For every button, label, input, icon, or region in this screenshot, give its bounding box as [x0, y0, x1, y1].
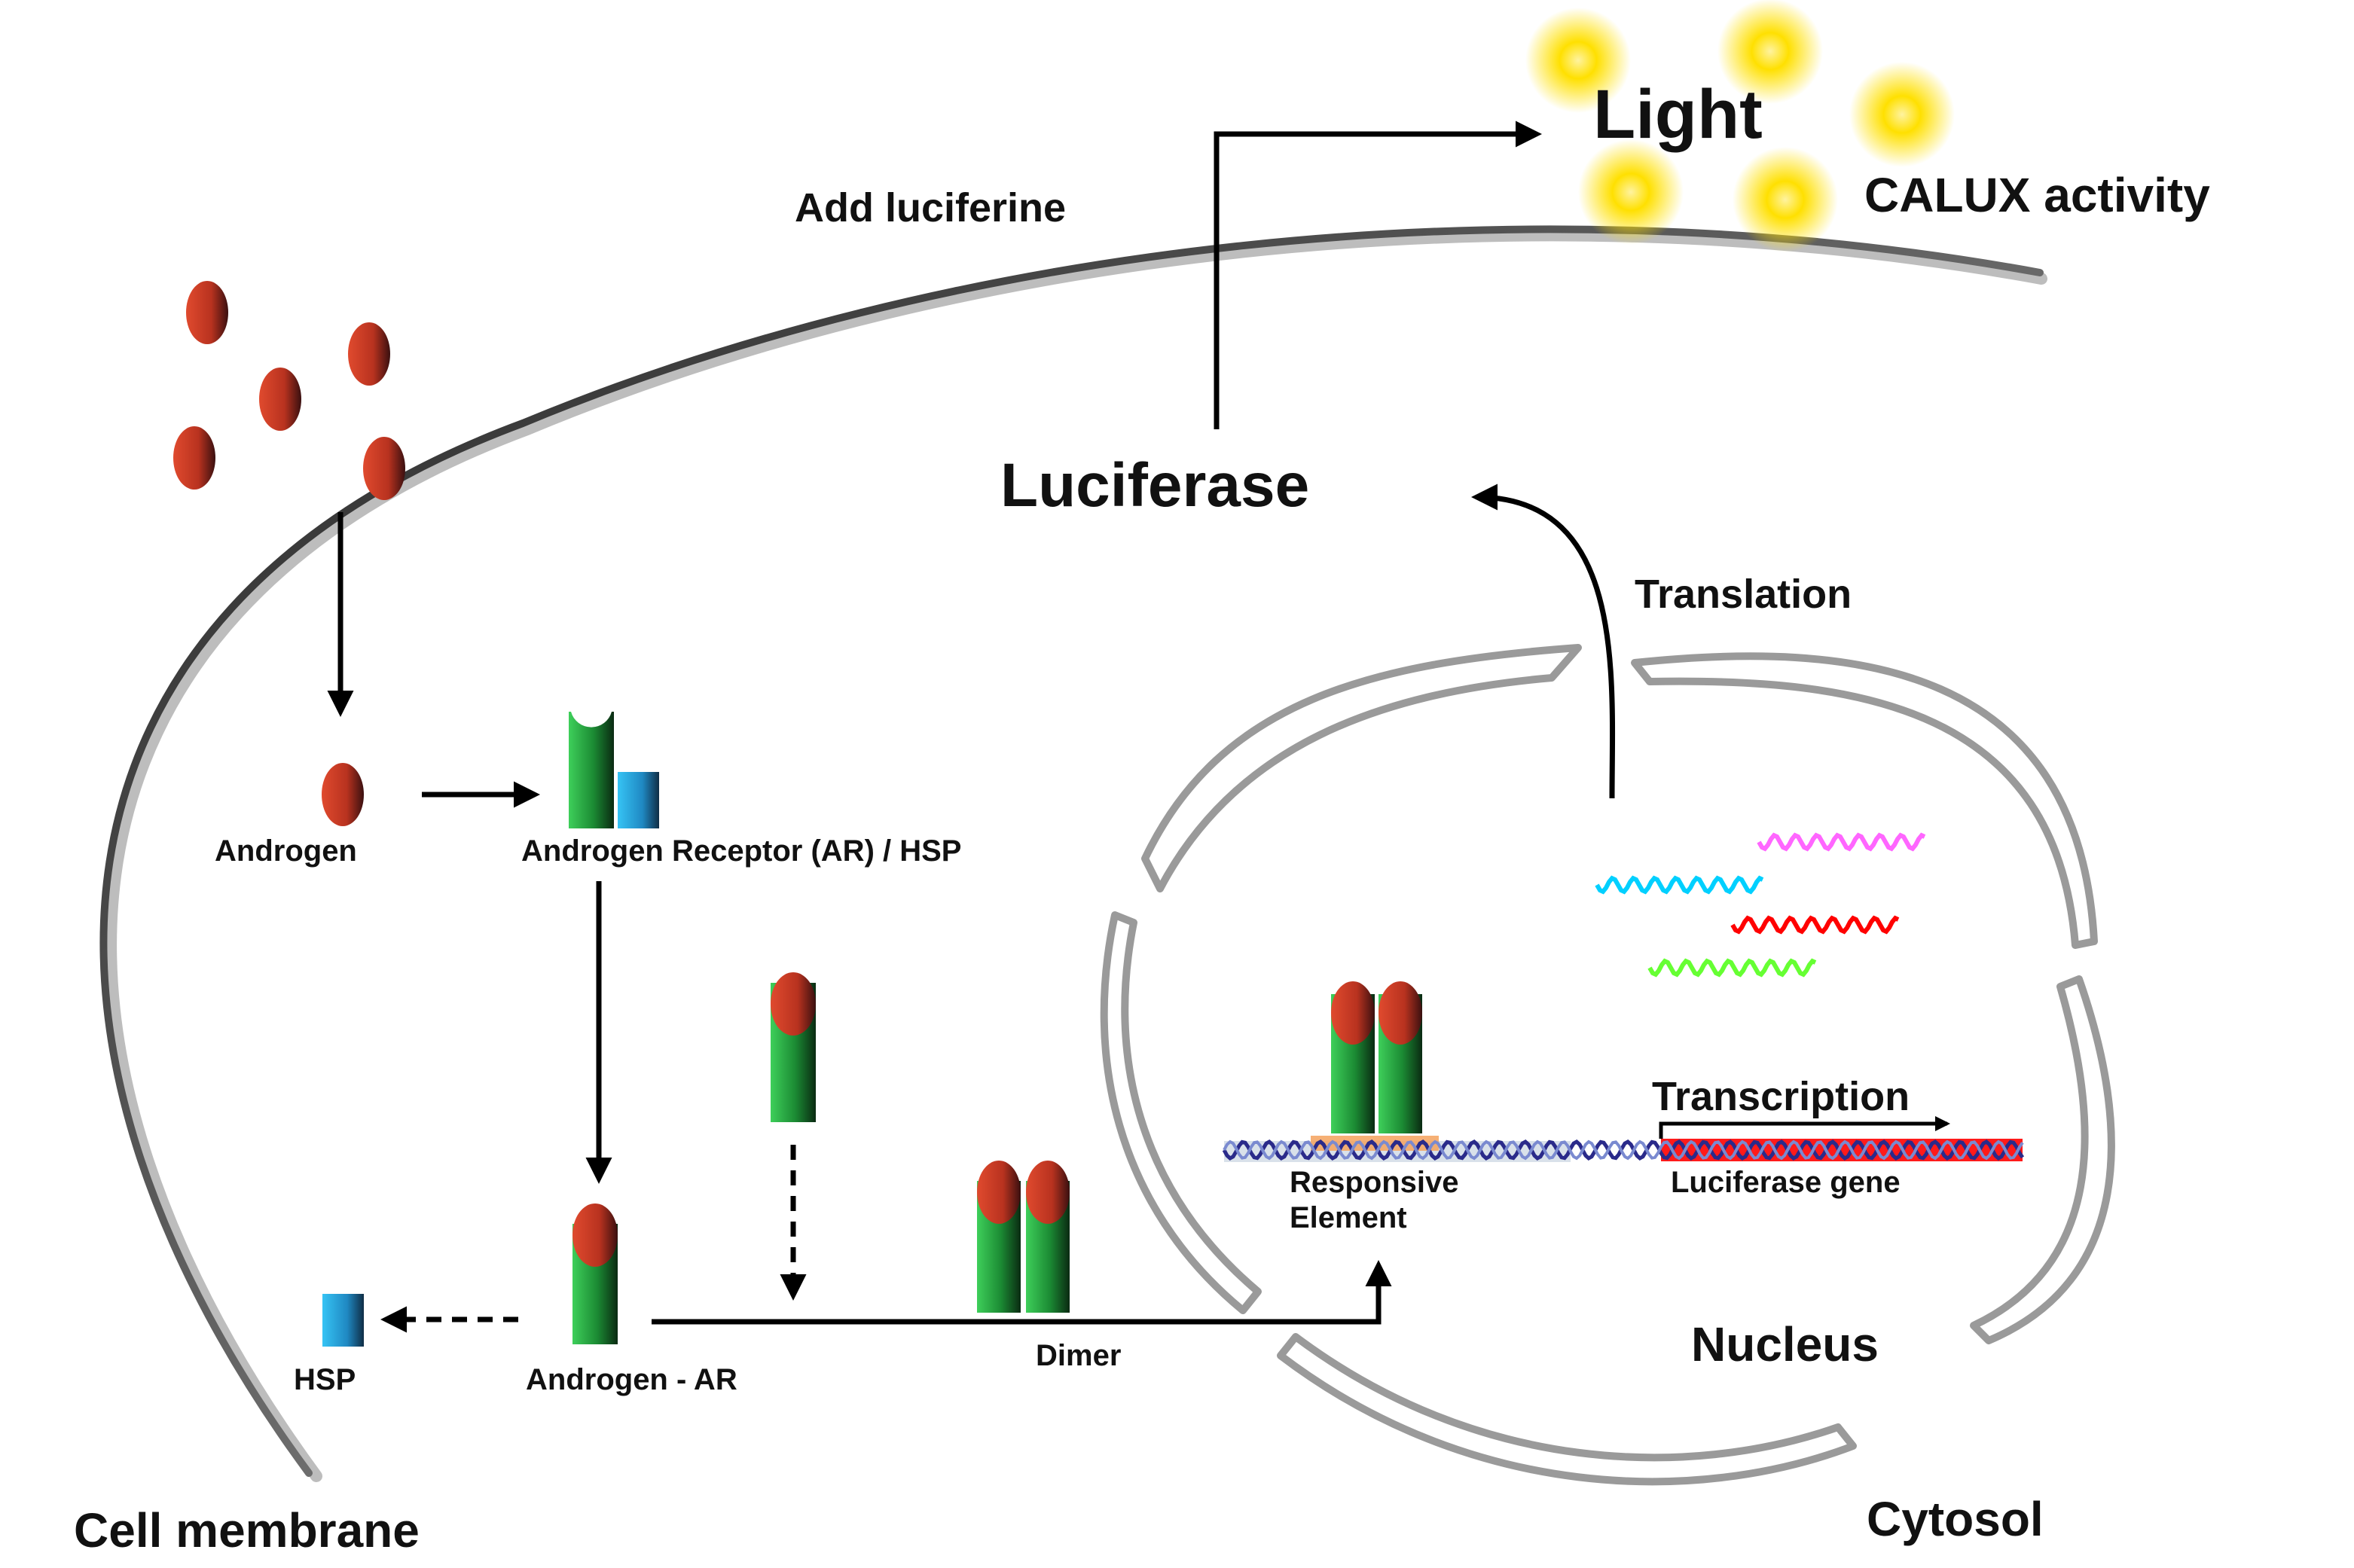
- label-cell-membrane: Cell membrane: [74, 1503, 420, 1557]
- label-dimer: Dimer: [1036, 1339, 1122, 1372]
- transcription-arrow: [1659, 1116, 1950, 1139]
- label-androgen-receptor-hsp: Androgen Receptor (AR) / HSP: [521, 834, 962, 868]
- arrow-nuclear-import: [652, 1260, 1392, 1325]
- label-luciferase-gene: Luciferase gene: [1671, 1166, 1901, 1199]
- dimer-bound-dna: [1331, 981, 1422, 1133]
- label-light: Light: [1593, 76, 1763, 153]
- light-glows: [1525, 0, 1955, 252]
- dimer-complex: [977, 1161, 1070, 1313]
- label-calux-activity: CALUX activity: [1864, 168, 2210, 222]
- androgen-ar-complex: [572, 1203, 618, 1344]
- label-androgen: Androgen: [215, 834, 357, 868]
- label-transcription: Transcription: [1652, 1074, 1910, 1119]
- androgen-ar-second: [771, 972, 816, 1122]
- receptor-hsp-complex: [569, 712, 659, 828]
- label-nucleus: Nucleus: [1691, 1317, 1879, 1371]
- label-element: Element: [1290, 1201, 1407, 1234]
- label-responsive: Responsive: [1290, 1166, 1459, 1199]
- label-androgen-ar: Androgen - AR: [526, 1363, 737, 1396]
- nuclear-envelope: [1100, 644, 2115, 1486]
- arrow-translation: [1471, 484, 1616, 799]
- dna-strand: [1222, 1136, 2025, 1162]
- label-luciferase: Luciferase: [1000, 451, 1310, 520]
- hsp-protein: [322, 1294, 364, 1347]
- label-cytosol: Cytosol: [1867, 1492, 2044, 1546]
- label-hsp: HSP: [294, 1363, 356, 1396]
- cell-membrane: [99, 225, 2047, 1482]
- arrow-light-emission: [1214, 120, 1542, 429]
- label-translation: Translation: [1635, 572, 1852, 617]
- mrna-strands: [1595, 832, 1926, 978]
- androgen-cluster: [173, 281, 405, 500]
- androgen-molecule: [322, 763, 364, 826]
- label-add-luciferine: Add luciferine: [795, 185, 1067, 230]
